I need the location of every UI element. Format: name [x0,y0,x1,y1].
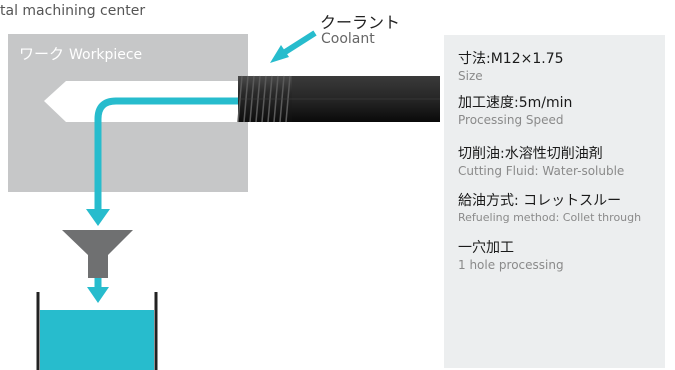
workpiece-label-ja: ワーク [19,45,65,63]
header-caption: tal machining center [0,3,146,19]
spec-ja: 加工速度:5m/min [458,95,573,111]
coolant-arrow-shaft [280,30,317,57]
coolant-tank-fill [40,310,154,370]
coolant-arrow-head [270,45,289,63]
spec-en: Refueling method: Collet through [458,211,642,224]
coolant-label-en: Coolant [321,31,375,47]
spec-ja: 切削油:水溶性切削油剤 [458,146,603,162]
collection-tank [36,292,158,370]
spec-ja: 給油方式: コレットスルー [458,193,622,209]
spec-ja: 寸法:M12×1.75 [458,51,564,67]
spec-panel: 寸法:M12×1.75 Size 加工速度:5m/min Processing … [444,35,665,368]
funnel-flow-head [87,287,109,303]
coolant-label-ja: クーラント [320,13,401,32]
machining-diagram [8,30,440,370]
spec-item-hole: 一穴加工 1 hole processing [458,240,564,273]
spec-item-refueling: 給油方式: コレットスルー Refueling method: Collet t… [458,193,641,226]
spec-en: Cutting Fluid: Water-soluble [458,164,625,178]
spec-en: Size [458,69,483,83]
spec-item-speed: 加工速度:5m/min Processing Speed [458,95,572,128]
spec-ja: 一穴加工 [458,240,514,256]
coolant-flow-path [94,97,240,212]
workpiece-label-en: Workpiece [69,47,143,63]
spec-item-fluid: 切削油:水溶性切削油剤 Cutting Fluid: Water-soluble [458,146,624,179]
flow-arrow-head [86,209,110,226]
funnel [62,230,133,278]
spec-en: 1 hole processing [458,258,564,272]
spec-item-size: 寸法:M12×1.75 Size [458,51,564,84]
spec-en: Processing Speed [458,113,564,127]
